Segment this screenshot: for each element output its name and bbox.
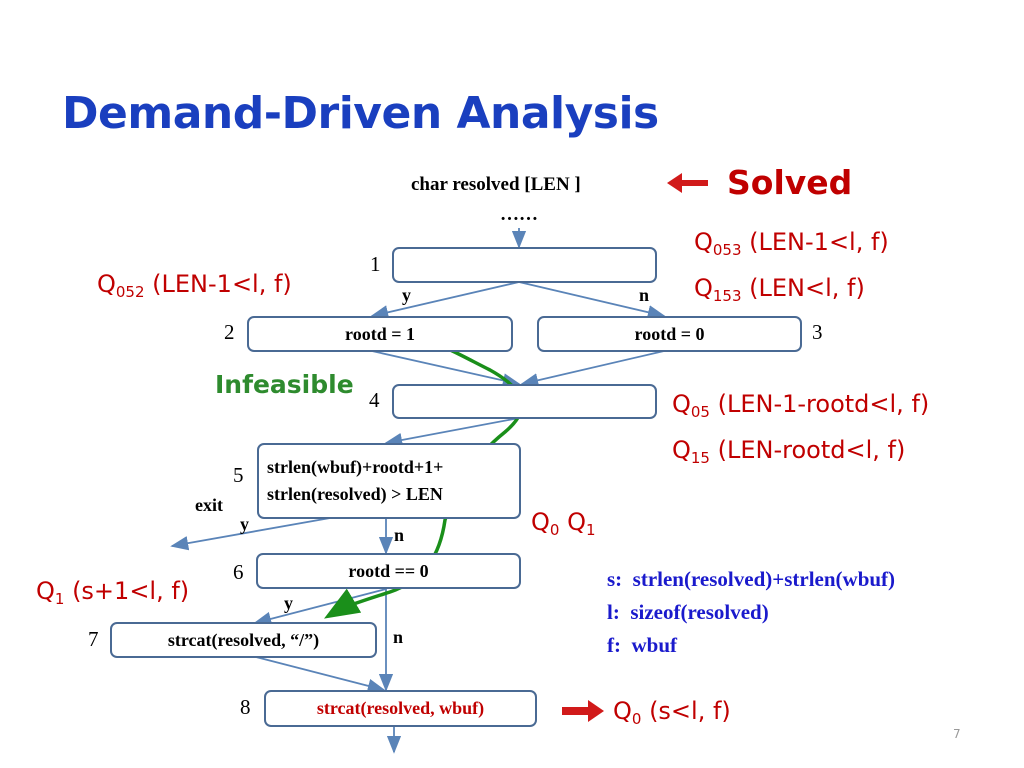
infeasible-label: Infeasible [215, 370, 354, 399]
node-num-6: 6 [233, 560, 244, 584]
node-box-1 [392, 247, 657, 283]
slide-title: Demand-Driven Analysis [62, 88, 659, 139]
node-box-5: strlen(wbuf)+rootd+1+ strlen(resolved) >… [257, 443, 521, 519]
query-q153: Q153 (LEN<l, f) [694, 274, 865, 305]
legend-l: l: sizeof(resolved) [607, 600, 769, 624]
edge-7-8 [255, 656, 386, 693]
node-6-text: rootd == 0 [348, 560, 429, 581]
node-num-5: 5 [233, 463, 244, 487]
node-box-4 [392, 384, 657, 419]
node-num-8: 8 [240, 695, 251, 719]
branch-y-1: y [402, 285, 411, 305]
query-q15: Q15 (LEN-rootd<l, f) [672, 436, 906, 467]
node-box-2: rootd = 1 [247, 316, 513, 352]
solved-label: Solved [727, 163, 853, 202]
edge-1-3 [518, 281, 666, 320]
branch-n-5: n [394, 525, 405, 545]
query-q0-q1: Q0 Q1 [531, 508, 596, 539]
node-7-text: strcat(resolved, “/”) [167, 629, 320, 650]
node-box-7: strcat(resolved, “/”) [110, 622, 377, 658]
edge-5-exit [170, 517, 331, 551]
node-box-8: strcat(resolved, wbuf) [264, 690, 537, 727]
edge-6-7 [253, 588, 387, 626]
node-5-line1: strlen(wbuf)+rootd+1+ [267, 457, 444, 477]
branch-exit: exit [195, 495, 223, 515]
query-q052: Q052 (LEN-1<l, f) [97, 270, 292, 301]
branch-y-5: y [240, 514, 249, 534]
node-num-3: 3 [812, 320, 823, 344]
edge-3-4 [520, 350, 665, 388]
node-box-6: rootd == 0 [256, 553, 521, 589]
node-num-7: 7 [88, 627, 99, 651]
edge-2-4 [371, 350, 521, 388]
node-num-2: 2 [224, 320, 235, 344]
node-box-3: rootd = 0 [537, 316, 802, 352]
edge-4-5 [384, 417, 520, 448]
legend-f: f: wbuf [607, 633, 678, 657]
right-arrow-icon [562, 700, 604, 722]
branch-n-6: n [393, 627, 404, 647]
node-num-4: 4 [369, 388, 380, 412]
branch-n-1: n [639, 285, 650, 305]
query-q1: Q1 (s+1<l, f) [36, 577, 190, 608]
query-q05: Q05 (LEN-1-rootd<l, f) [672, 390, 930, 421]
query-q053: Q053 (LEN-1<l, f) [694, 228, 889, 259]
query-q0: Q0 (s<l, f) [613, 697, 731, 728]
node-8-text: strcat(resolved, wbuf) [316, 698, 485, 718]
edge-1-2 [370, 281, 520, 320]
page-number: 7 [953, 727, 961, 741]
node-5-line2: strlen(resolved) > LEN [267, 484, 443, 504]
node-num-1: 1 [370, 252, 381, 276]
node-3-text: rootd = 0 [634, 323, 705, 344]
legend-s: s: strlen(resolved)+strlen(wbuf) [607, 567, 896, 591]
ellipsis-text: …… [500, 204, 538, 225]
left-arrow-icon [667, 173, 708, 193]
node-2-text: rootd = 1 [345, 323, 415, 344]
declaration-text: char resolved [LEN ] [411, 174, 581, 195]
branch-y-6: y [284, 593, 293, 613]
